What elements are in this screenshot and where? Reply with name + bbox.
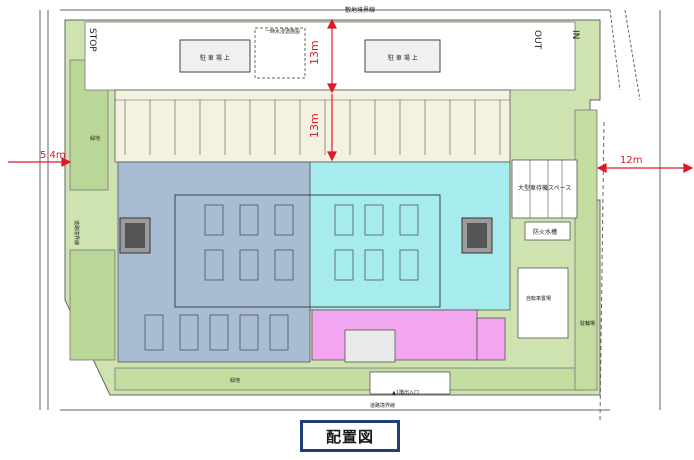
green-label: 緑地 [90, 135, 100, 142]
entrance-label: ▲1階出入口 [392, 389, 419, 396]
site-plan: 駐 車 場 上 駐 車 場 上 一時水浸透施設 敷地境界線 STOP OUT I… [8, 6, 694, 420]
fire-tank [524, 221, 571, 241]
dim-inner: 13m [308, 113, 321, 138]
entrance-stairs [369, 371, 451, 395]
bicycle-parking-label: 自転車置場 [526, 295, 551, 302]
core-block [344, 329, 396, 363]
north-yard [84, 21, 576, 91]
elevator-right [461, 217, 493, 254]
truck-bays [529, 160, 563, 218]
water-tank-label: 一時水浸透施設 [265, 28, 300, 35]
magenta-zone [311, 309, 506, 361]
caption-box: 配置図 [300, 420, 400, 452]
truck-waiting-label: 大型車待機スペース [518, 184, 571, 192]
blue-zone [117, 161, 311, 363]
bicycle-parking [517, 267, 569, 339]
green-label-bottom: 緑地 [230, 377, 240, 384]
out-sign: OUT [532, 30, 542, 50]
truck-waiting-area [511, 159, 578, 219]
inner-frame [174, 194, 441, 308]
water-tank-outline [254, 27, 306, 79]
bike-shed-label: 駐輪場 [580, 320, 595, 327]
elevator-left [119, 217, 151, 254]
dimension-lines [8, 18, 694, 173]
dim-left: 5.4m [40, 150, 66, 161]
boundary-lines [39, 9, 661, 420]
bike-parking-left-label: 駐 車 場 上 [200, 54, 230, 62]
stop-sign: STOP [87, 28, 97, 52]
bike-sheds [179, 39, 441, 73]
dim-top: 13m [308, 40, 321, 65]
road-left-label: 道路境界線 [73, 220, 80, 245]
road-bottom-label: 道路境界線 [370, 402, 395, 409]
in-sign: IN [570, 30, 580, 39]
dim-right: 12m [620, 155, 642, 166]
boundary-top-label: 敷地境界線 [345, 6, 375, 14]
bike-parking-right-label: 駐 車 場 上 [388, 54, 418, 62]
grid-marks [144, 204, 419, 351]
caption-title: 配置図 [325, 427, 374, 446]
fire-tank-label: 防火水槽 [533, 228, 557, 236]
